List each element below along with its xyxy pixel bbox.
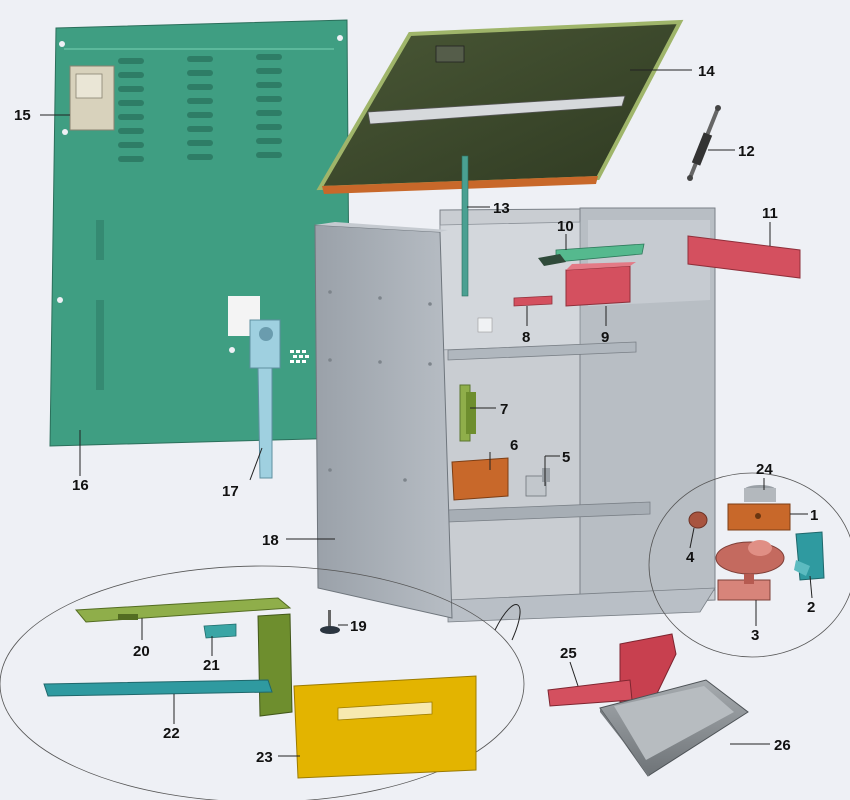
callout-labels: 15 14 12 13 10 11 8 9 7 6 5 16 17 18 19 …	[14, 63, 818, 766]
lid-part-14	[316, 19, 684, 194]
label-10: 10	[557, 218, 574, 235]
callout-lines	[40, 69, 813, 757]
label-9: 9	[601, 329, 609, 346]
label-16: 16	[72, 477, 89, 494]
detail-circle-right	[648, 472, 850, 658]
label-5: 5	[562, 449, 570, 466]
part-20	[74, 597, 292, 623]
label-6: 6	[510, 437, 518, 454]
label-11: 11	[762, 205, 778, 222]
part-4	[688, 511, 708, 529]
tray-part-26	[599, 679, 749, 777]
detail-ellipse-left	[0, 565, 525, 800]
label-14: 14	[698, 63, 715, 80]
strut-part-13	[461, 155, 469, 297]
part-olive-bracket	[257, 613, 293, 717]
label-8: 8	[522, 329, 530, 346]
label-12: 12	[738, 143, 755, 160]
gas-spring-part-12	[687, 105, 721, 181]
cabinet-body	[314, 207, 716, 623]
label-24: 24	[756, 461, 773, 478]
plate-part-11	[687, 235, 801, 279]
part-21	[203, 623, 237, 639]
label-17: 17	[222, 483, 239, 500]
bracket-part-15	[62, 65, 115, 135]
label-15: 15	[14, 107, 31, 124]
label-18: 18	[262, 532, 279, 549]
bracket-part-5	[525, 468, 550, 497]
label-4: 4	[686, 549, 695, 566]
handle-part-7	[459, 384, 476, 442]
label-21: 21	[203, 657, 220, 674]
label-1: 1	[810, 507, 818, 524]
label-7: 7	[500, 401, 508, 418]
label-19: 19	[350, 618, 367, 635]
label-2: 2	[807, 599, 815, 616]
label-3: 3	[751, 627, 759, 644]
part-3	[715, 540, 785, 601]
part-2	[794, 531, 825, 581]
box-part-9	[565, 262, 636, 307]
part-23	[293, 675, 477, 779]
label-26: 26	[774, 737, 791, 754]
label-25: 25	[560, 645, 577, 662]
label-22: 22	[163, 725, 180, 742]
label-20: 20	[133, 643, 150, 660]
block-part-6	[451, 457, 509, 501]
part-24	[744, 485, 776, 502]
part-1	[727, 503, 791, 531]
label-23: 23	[256, 749, 273, 766]
bracket-part-8	[513, 295, 553, 307]
label-13: 13	[493, 200, 510, 217]
part-22	[43, 679, 273, 697]
bracket-part-10	[538, 243, 645, 266]
side-panel-part-18	[314, 222, 453, 619]
foot-part-19	[320, 610, 340, 634]
